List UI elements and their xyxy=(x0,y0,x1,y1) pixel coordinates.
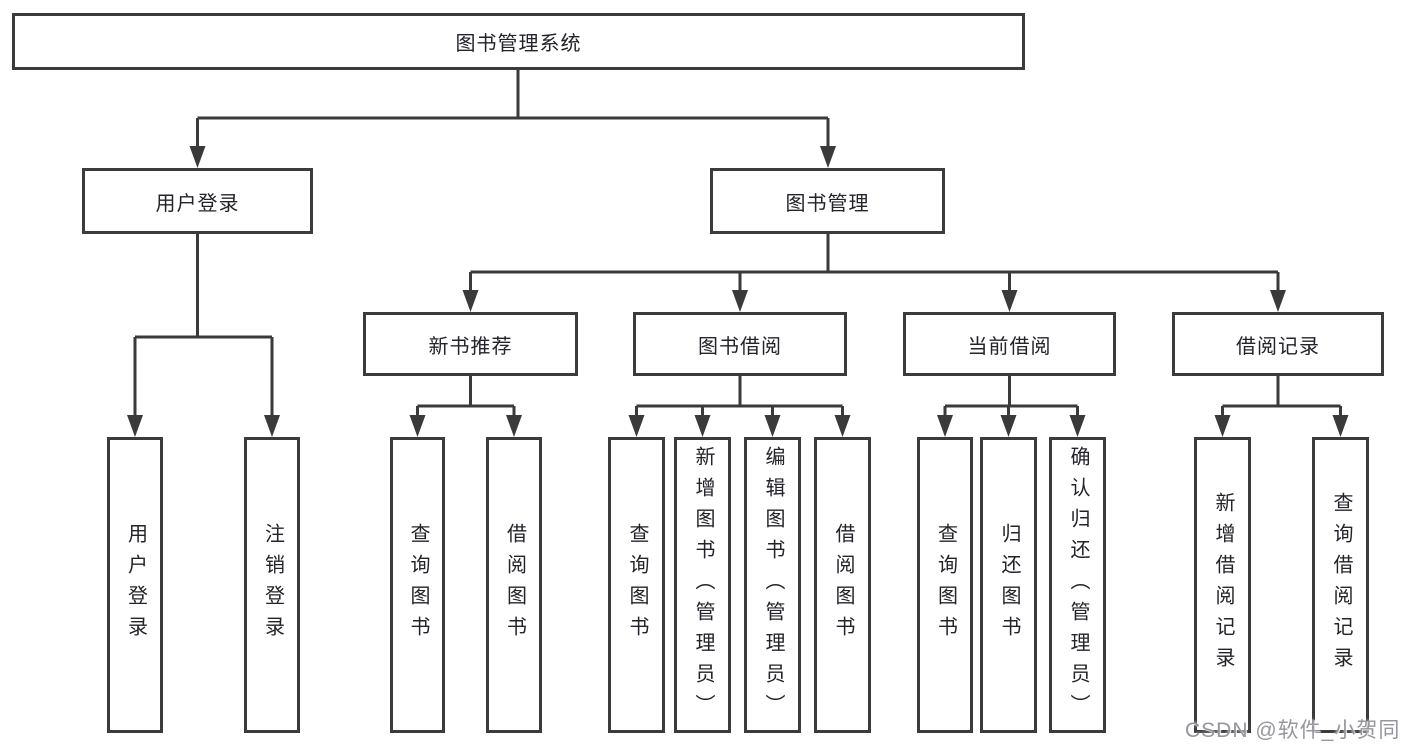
node-user-login-label: 用户登录 xyxy=(155,192,240,215)
arrowhead-icon xyxy=(764,415,781,437)
leaf-user-login: 用户登录 xyxy=(107,437,163,733)
node-book-management-label: 图书管理 xyxy=(785,192,870,215)
arrowhead-icon xyxy=(1000,415,1017,437)
connector-book-borrow-children xyxy=(635,376,844,417)
arrowhead-icon xyxy=(506,415,522,437)
leaf-edit-book-admin-label: 编辑图书（管理员） xyxy=(762,445,784,725)
arrowhead-icon xyxy=(127,415,143,437)
leaf-confirm-return-admin-label: 确认归还（管理员） xyxy=(1067,445,1089,725)
leaf-query-books-current: 查询图书 xyxy=(917,437,973,733)
node-new-book-recommend-label: 新书推荐 xyxy=(428,335,513,358)
leaf-add-book-admin: 新增图书（管理员） xyxy=(674,437,731,733)
leaf-borrow-books-recommend: 借阅图书 xyxy=(486,437,542,733)
connector-book-mgmt-to-level3 xyxy=(469,234,1280,292)
arrowhead-icon xyxy=(462,290,479,312)
node-borrow-records-label: 借阅记录 xyxy=(1236,335,1320,358)
leaf-logout-label: 注销登录 xyxy=(261,523,284,647)
arrowhead-icon xyxy=(1001,290,1018,312)
leaf-query-books-borrow: 查询图书 xyxy=(608,437,665,733)
leaf-query-books-recommend-label: 查询图书 xyxy=(407,523,429,647)
arrowhead-icon xyxy=(1214,415,1231,437)
node-book-management: 图书管理 xyxy=(710,168,945,234)
node-root-label: 图书管理系统 xyxy=(455,33,582,55)
leaf-add-book-admin-label: 新增图书（管理员） xyxy=(692,445,714,725)
arrowhead-icon xyxy=(820,146,836,168)
connector-new-book-children xyxy=(416,376,516,417)
leaf-add-borrow-record: 新增借阅记录 xyxy=(1194,437,1251,733)
leaf-query-books-current-label: 查询图书 xyxy=(934,523,957,647)
arrowhead-icon xyxy=(694,415,711,437)
arrowhead-icon xyxy=(264,415,280,437)
leaf-query-books-recommend: 查询图书 xyxy=(390,437,445,733)
leaf-confirm-return-admin: 确认归还（管理员） xyxy=(1049,437,1106,733)
arrowhead-icon xyxy=(409,415,426,437)
arrowhead-group xyxy=(127,146,1349,437)
arrowhead-icon xyxy=(834,415,851,437)
node-book-borrow: 图书借阅 xyxy=(633,312,847,376)
arrowhead-icon xyxy=(189,146,206,168)
node-book-borrow-label: 图书借阅 xyxy=(698,335,782,358)
connector-user-login-children xyxy=(133,234,274,417)
connector-borrow-record-children xyxy=(1221,376,1342,417)
node-borrow-records: 借阅记录 xyxy=(1172,312,1384,376)
leaf-borrow-books-recommend-label: 借阅图书 xyxy=(503,523,526,647)
leaf-return-book: 归还图书 xyxy=(980,437,1037,733)
arrowhead-icon xyxy=(1069,415,1086,437)
node-root-system: 图书管理系统 xyxy=(12,13,1025,70)
arrowhead-icon xyxy=(1332,415,1349,437)
leaf-query-borrow-record: 查询借阅记录 xyxy=(1312,437,1369,733)
leaf-query-books-borrow-label: 查询图书 xyxy=(626,523,648,647)
node-new-book-recommend: 新书推荐 xyxy=(363,312,578,376)
connector-root-to-level2 xyxy=(196,70,830,148)
leaf-user-login-label: 用户登录 xyxy=(124,523,147,647)
leaf-add-borrow-record-label: 新增借阅记录 xyxy=(1212,492,1234,678)
node-current-borrow: 当前借阅 xyxy=(903,312,1116,376)
leaf-return-book-label: 归还图书 xyxy=(998,523,1020,647)
leaf-logout: 注销登录 xyxy=(244,437,300,733)
arrowhead-icon xyxy=(1270,290,1286,312)
arrowhead-icon xyxy=(732,290,748,312)
leaf-edit-book-admin: 编辑图书（管理员） xyxy=(744,437,801,733)
csdn-watermark: CSDN @软件_小贺同学 xyxy=(1185,719,1401,742)
leaf-borrow-books-label: 借阅图书 xyxy=(832,523,854,647)
connector-current-borrow-children xyxy=(943,376,1079,417)
node-user-login: 用户登录 xyxy=(82,168,313,234)
leaf-query-borrow-record-label: 查询借阅记录 xyxy=(1330,492,1352,678)
arrowhead-icon xyxy=(628,415,645,437)
arrowhead-icon xyxy=(937,415,953,437)
node-current-borrow-label: 当前借阅 xyxy=(967,335,1052,358)
leaf-borrow-books: 借阅图书 xyxy=(814,437,871,733)
